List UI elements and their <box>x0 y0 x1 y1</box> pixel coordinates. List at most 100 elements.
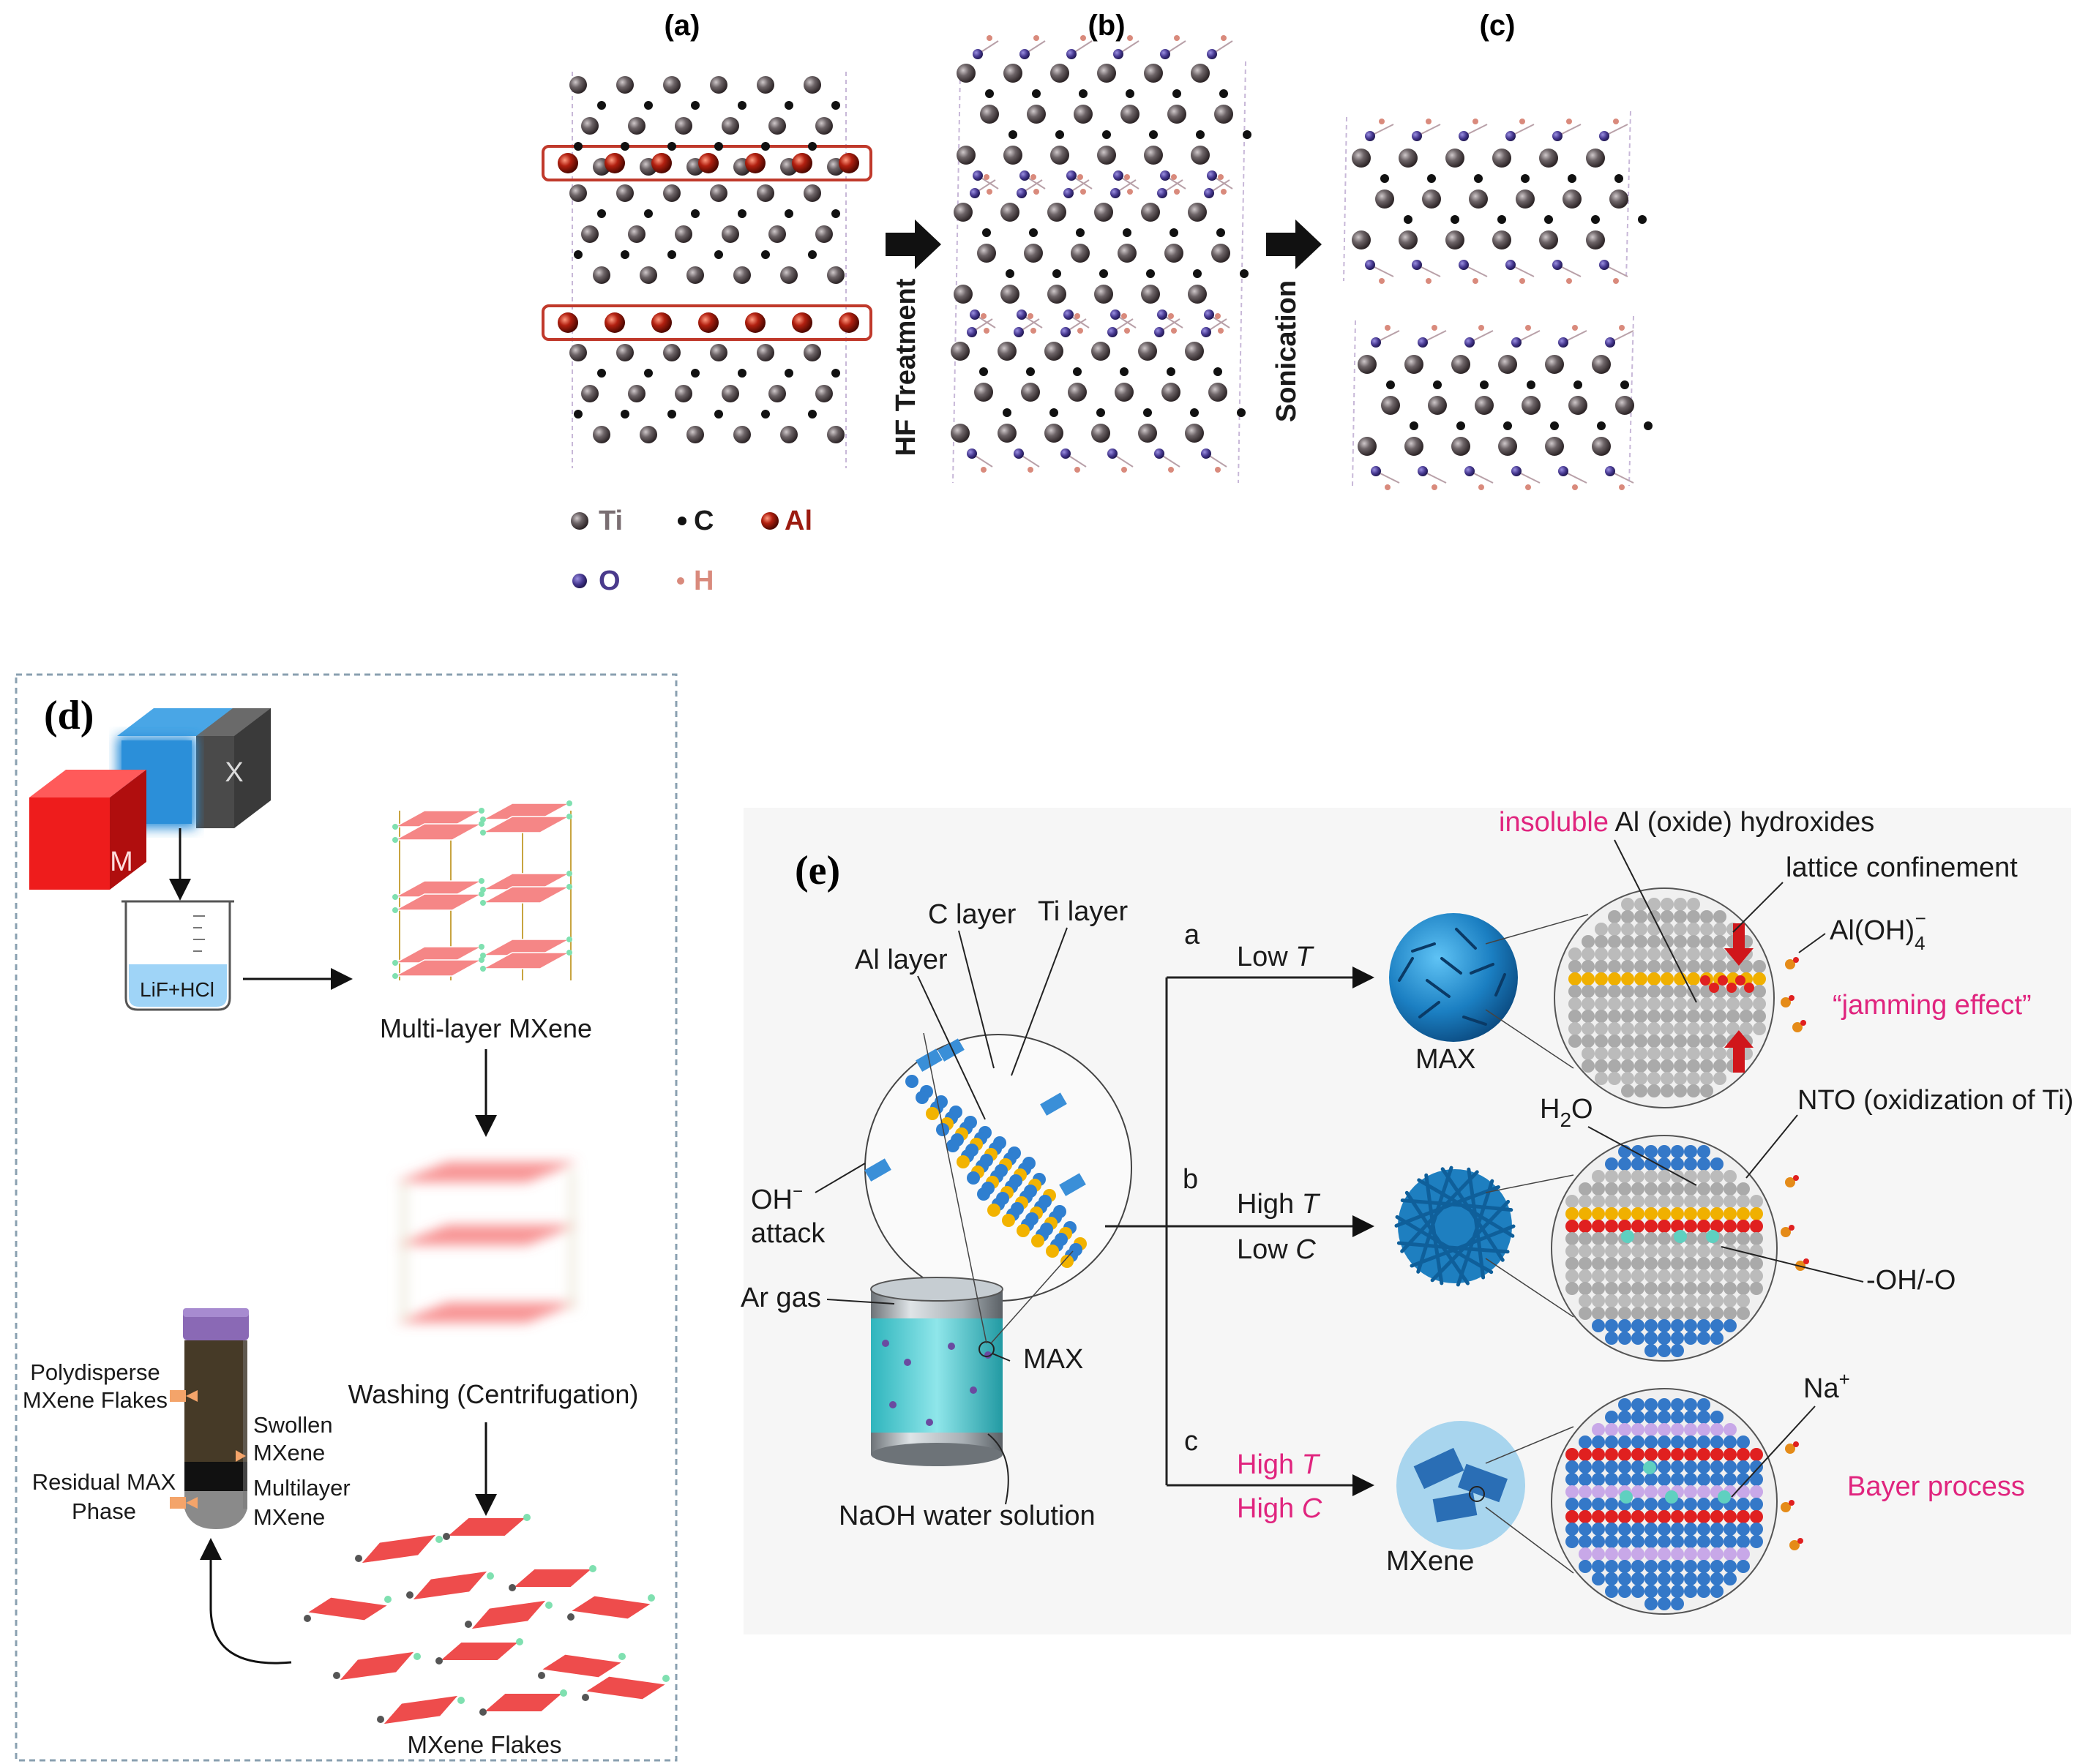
zoom-atom <box>1618 1269 1631 1283</box>
zoom-atom <box>1684 1535 1697 1548</box>
c-atom <box>691 369 700 378</box>
zoom-atom <box>1618 1282 1631 1295</box>
zoom-atom <box>1582 1022 1595 1035</box>
termination-atom <box>392 907 398 913</box>
c-atom <box>1008 130 1017 139</box>
zoom-atom <box>1634 1022 1647 1035</box>
zoom-atom <box>1710 1307 1724 1320</box>
zoom-atom <box>1618 1411 1631 1424</box>
ti-atom <box>1445 149 1464 168</box>
zoom-atom <box>1658 1145 1671 1158</box>
zoom-atom <box>1710 1560 1724 1573</box>
zoom-atom <box>1579 1207 1592 1220</box>
c-atom <box>714 250 723 259</box>
ti-atom <box>1451 437 1470 456</box>
ti-atom <box>628 225 645 243</box>
zoom-atom <box>1565 1485 1579 1498</box>
h-atom <box>1385 325 1391 331</box>
c-atom <box>597 209 606 218</box>
h-atom <box>1077 174 1083 180</box>
zoom-atom <box>1697 1282 1710 1295</box>
zoom-atom <box>1565 1535 1579 1548</box>
ti-atom <box>733 266 751 284</box>
ti-atom <box>1428 396 1447 415</box>
al-atom <box>558 153 578 173</box>
zoom-atom <box>1579 1498 1592 1511</box>
o-atom <box>1110 309 1120 320</box>
zoom-atom <box>1684 1294 1697 1307</box>
zoom-atom <box>1671 1547 1684 1561</box>
zoom-atom <box>1700 910 1713 923</box>
c-atom <box>1029 228 1038 237</box>
zoom-atom <box>1565 1448 1579 1461</box>
h-atom <box>1519 278 1525 284</box>
ti-atom <box>1024 244 1043 263</box>
zoom-atom <box>1697 1411 1710 1424</box>
mxene-flake <box>481 1692 566 1713</box>
o-atom <box>1157 188 1167 198</box>
zoom-atom <box>1579 1560 1592 1573</box>
zoom-atom <box>1671 1294 1684 1307</box>
h-atom <box>1478 484 1484 490</box>
c-atom <box>1003 408 1011 417</box>
ti-atom <box>1404 437 1423 456</box>
zoom-atom <box>1658 1473 1671 1486</box>
confinement-arrow-down <box>1724 923 1754 966</box>
zoom-atom <box>1697 1170 1710 1183</box>
al-legend-icon <box>761 512 779 530</box>
ti-atom <box>768 225 786 243</box>
zoom-atom <box>1671 1398 1684 1411</box>
c-atom <box>574 250 583 259</box>
zoom-atom <box>1644 1560 1658 1573</box>
ti-atom <box>1091 342 1110 361</box>
zoom-atom <box>1608 1010 1621 1023</box>
ti-atom <box>593 266 610 284</box>
ti-atom <box>675 117 692 135</box>
zoom-atom <box>1608 1072 1621 1085</box>
aloh-cluster <box>1793 1441 1799 1447</box>
ti-atom <box>1211 244 1230 263</box>
zoom-atom <box>1644 1510 1658 1523</box>
zoom-atom <box>1579 1460 1592 1474</box>
zoom-atom <box>1713 935 1726 948</box>
zoom-atom <box>1713 1072 1726 1085</box>
zoom-atom <box>1687 923 1700 936</box>
crystal-atom <box>987 1204 1000 1217</box>
zoom-atom <box>1565 1498 1579 1511</box>
zoom-atom <box>1684 1207 1697 1220</box>
zoom-atom <box>1644 1307 1658 1320</box>
zoom-atom <box>1750 1510 1763 1523</box>
zoom-atom <box>1697 1473 1710 1486</box>
ti-atom <box>733 426 751 443</box>
h-atom <box>1519 119 1525 124</box>
c-atom <box>1219 89 1228 98</box>
mxene-flake <box>380 1694 462 1726</box>
zoom-atom <box>1724 1560 1737 1573</box>
zoom-atom <box>1684 1460 1697 1474</box>
zoom-atom <box>1750 1257 1763 1270</box>
zoom-atom <box>1634 923 1647 936</box>
zoom-atom <box>1684 1423 1697 1436</box>
c-atom <box>1386 380 1395 389</box>
zoom-atom <box>1697 1510 1710 1523</box>
flake-atom <box>538 1672 545 1679</box>
zoom-atom <box>1592 1547 1605 1561</box>
h-atom <box>1619 325 1625 331</box>
c-atom <box>1190 408 1199 417</box>
route-a-letter: a <box>1184 920 1200 950</box>
zoom-atom <box>1621 935 1634 948</box>
zoom-atom <box>1595 1010 1608 1023</box>
zoom-atom <box>1605 1257 1618 1270</box>
zoom-atom <box>1710 1195 1724 1208</box>
legend-h: H <box>694 566 714 596</box>
al-layer-label: Al layer <box>855 945 948 975</box>
zoom-atom <box>1671 1182 1684 1196</box>
ti-atom <box>1586 230 1605 249</box>
zoom-atom <box>1605 1435 1618 1449</box>
termination-atom <box>566 871 572 877</box>
ti-atom <box>974 383 993 402</box>
c-atom <box>667 410 676 419</box>
c-atom <box>1550 421 1559 430</box>
zoom-atom <box>1671 1585 1684 1598</box>
zoom-atom <box>1634 910 1647 923</box>
